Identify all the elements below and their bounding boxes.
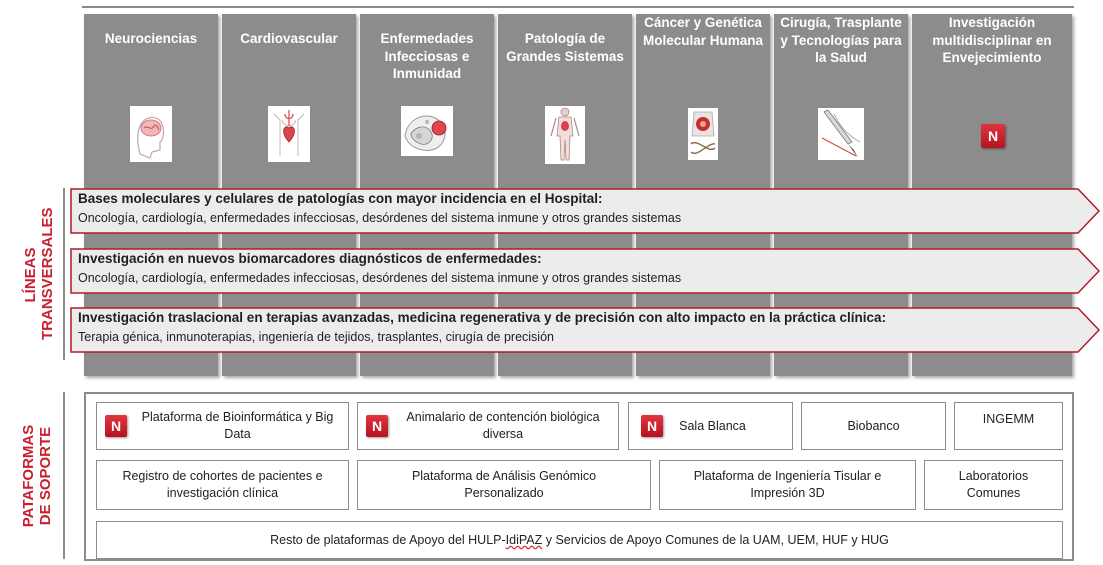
arrow-banner-shape <box>70 248 1100 294</box>
column-title: Patología de Grandes Sistemas <box>506 31 624 64</box>
platform-bioinformatica[interactable]: N Plataforma de Bioinformática y Big Dat… <box>96 402 349 450</box>
side-label-line: TRANSVERSALES <box>39 207 56 340</box>
column-title: Cardiovascular <box>240 31 338 46</box>
banner-subtitle: Oncología, cardiología, enfermedades inf… <box>78 211 682 225</box>
top-rule <box>82 6 1074 8</box>
platform-biobanco[interactable]: Biobanco <box>801 402 946 450</box>
platform-label-idipaz: IdiPAZ <box>505 532 543 547</box>
arrow-banner-shape <box>70 307 1100 353</box>
platform-label: INGEMM <box>982 412 1035 426</box>
platform-label-suffix: y Servicios de Apoyo Comunes de la UAM, … <box>542 532 889 547</box>
brain-head-icon <box>130 106 172 162</box>
side-label-line: PATAFORMAS <box>20 424 37 528</box>
pathogen-icon <box>401 106 453 156</box>
column-title: Cirugía, Trasplante y Tecnologías para l… <box>780 15 902 65</box>
column-title: Cáncer y Genética Molecular Humana <box>642 15 764 48</box>
platform-label: Plataforma de Bioinformática y Big Data <box>141 410 334 441</box>
platform-registro-cohortes[interactable]: Registro de cohortes de pacientes e inve… <box>96 460 349 510</box>
heart-torso-icon <box>268 106 310 162</box>
side-label-line: LÍNEAS <box>22 247 39 303</box>
tumor-dna-icon <box>688 108 718 160</box>
platform-animalario[interactable]: N Animalario de contención biológica div… <box>357 402 619 450</box>
column-title: Investigación multidisciplinar en Enveje… <box>932 15 1052 65</box>
platform-label: Sala Blanca <box>679 418 746 433</box>
body-organs-icon <box>545 106 585 164</box>
platform-label: Resto de plataformas de Apoyo del HULP-I… <box>266 532 893 549</box>
platform-label: Registro de cohortes de pacientes e inve… <box>122 469 323 500</box>
arrow-banner-shape <box>70 188 1100 234</box>
transversal-line-3[interactable]: Investigación traslacional en terapias a… <box>70 307 1100 353</box>
platform-label: Animalario de contención biológica diver… <box>406 410 600 441</box>
transversal-line-2[interactable]: Investigación en nuevos biomarcadores di… <box>70 248 1100 294</box>
platform-resto[interactable]: Resto de plataformas de Apoyo del HULP-I… <box>96 521 1063 559</box>
new-badge-icon: N <box>366 415 388 437</box>
banner-subtitle: Terapia génica, inmunoterapias, ingenier… <box>78 330 554 344</box>
side-label-soporte: PATAFORMAS DE SOPORTE <box>20 421 56 531</box>
new-badge-icon: N <box>641 415 663 437</box>
platform-sala-blanca[interactable]: N Sala Blanca <box>628 402 793 450</box>
platform-label: Laboratorios Comunes <box>958 469 1029 500</box>
column-title: Enfermedades Infecciosas e Inmunidad <box>380 31 474 81</box>
new-badge-icon: N <box>981 124 1005 148</box>
platforms-frame <box>84 392 1074 561</box>
side-label-transversales: LÍNEAS TRANSVERSALES <box>22 207 58 340</box>
platform-ingenieria-tisular[interactable]: Plataforma de Ingeniería Tisular e Impre… <box>659 460 916 510</box>
platform-label-prefix: Resto de plataformas de Apoyo del HULP- <box>270 532 506 547</box>
platform-label: Plataforma de Ingeniería Tisular e Impre… <box>693 469 882 500</box>
banner-subtitle: Oncología, cardiología, enfermedades inf… <box>78 271 682 285</box>
soporte-rule <box>63 392 65 559</box>
surgical-instrument-icon <box>818 108 864 160</box>
new-badge-icon: N <box>105 415 127 437</box>
banner-title: Investigación en nuevos biomarcadores di… <box>78 251 542 266</box>
platform-label: Plataforma de Análisis Genómico Personal… <box>411 469 597 500</box>
platform-ingemm[interactable]: INGEMM <box>954 402 1063 450</box>
transversales-rule <box>63 188 65 360</box>
platform-analisis-genomico[interactable]: Plataforma de Análisis Genómico Personal… <box>357 460 651 510</box>
banner-title: Bases moleculares y celulares de patolog… <box>78 191 603 206</box>
platform-laboratorios-comunes[interactable]: Laboratorios Comunes <box>924 460 1063 510</box>
banner-title: Investigación traslacional en terapias a… <box>78 310 887 325</box>
side-label-line: DE SOPORTE <box>37 426 54 526</box>
platform-label: Biobanco <box>847 418 900 433</box>
transversal-line-1[interactable]: Bases moleculares y celulares de patolog… <box>70 188 1100 234</box>
column-title: Neurociencias <box>104 31 198 46</box>
